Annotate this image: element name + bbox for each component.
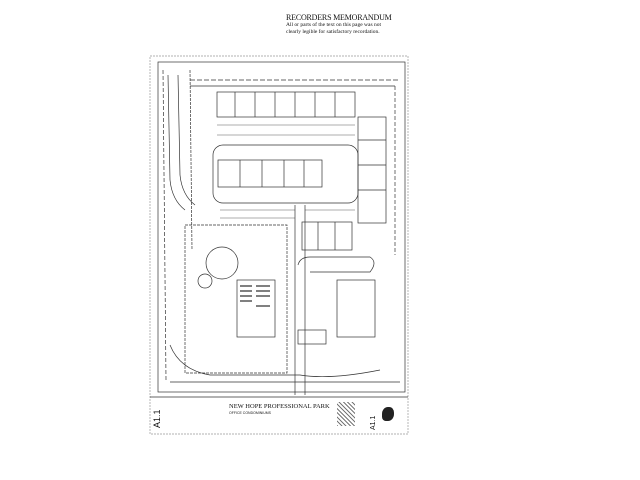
- building-right: [357, 116, 387, 224]
- stamp-seal: [337, 402, 355, 426]
- tree-canopy: [197, 273, 213, 289]
- property-line: [162, 69, 167, 381]
- property-line: [189, 69, 193, 251]
- road-curve: [169, 344, 381, 378]
- sheet-number-right: A1.1: [370, 415, 377, 430]
- memo-line: All or parts of the text on this page wa…: [286, 22, 382, 28]
- project-subtitle: OFFICE CONDOMINIUMS: [229, 411, 271, 415]
- open-lot: [184, 224, 288, 374]
- parking-stalls: [217, 124, 355, 219]
- project-title: NEW HOPE PROFESSIONAL PARK: [229, 403, 330, 410]
- logo-icon: [382, 407, 394, 421]
- tree-canopy: [205, 246, 239, 280]
- legend-box: [336, 279, 376, 338]
- sheet-border: [149, 55, 409, 435]
- sign-detail: [297, 329, 327, 345]
- building-row-top: [216, 91, 356, 118]
- building-middle: [217, 159, 323, 188]
- curved-drive: [297, 256, 375, 273]
- road-edge: [177, 74, 196, 206]
- building-bottom: [301, 221, 353, 251]
- road-edge: [167, 74, 186, 211]
- notes-box: [236, 279, 276, 338]
- memo-line: clearly legible for satisfactory recorda…: [286, 28, 380, 35]
- parking-loop: [212, 144, 359, 204]
- sheet-number: A1.1: [152, 409, 162, 428]
- recorders-memorandum: RECORDERS MEMORANDUM All or parts of the…: [286, 13, 426, 35]
- notes-text: [240, 285, 270, 307]
- drawing-frame: [157, 61, 406, 393]
- memo-title: RECORDERS MEMORANDUM: [286, 13, 392, 22]
